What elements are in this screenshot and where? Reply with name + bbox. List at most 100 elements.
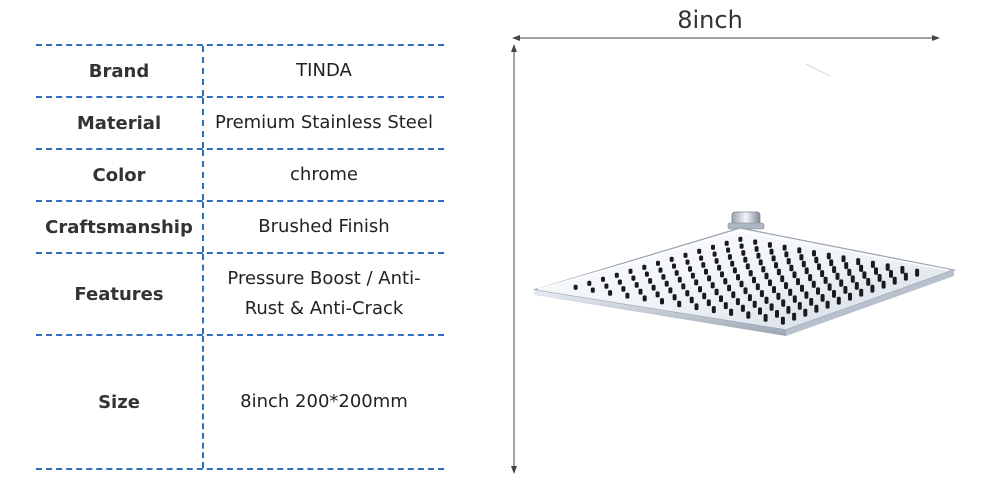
nozzle xyxy=(634,282,639,288)
nozzle xyxy=(808,274,813,282)
spec-value-line: Pressure Boost / Anti- xyxy=(227,268,421,289)
nozzle xyxy=(792,271,797,279)
nozzle xyxy=(714,288,719,296)
spec-value: Pressure Boost / Anti- Rust & Anti-Crack xyxy=(204,264,444,324)
nozzle xyxy=(668,287,673,294)
width-dimension-label: 8inch xyxy=(677,6,743,34)
nozzle xyxy=(642,295,647,302)
nozzle xyxy=(685,259,690,265)
nozzle xyxy=(836,296,841,305)
nozzle xyxy=(764,272,769,280)
nozzle xyxy=(743,256,748,263)
nozzle xyxy=(745,263,750,270)
nozzle xyxy=(694,303,699,311)
nozzle xyxy=(689,296,694,304)
nozzle xyxy=(841,255,846,263)
nozzle xyxy=(792,295,797,303)
nozzle xyxy=(767,242,772,248)
nozzle xyxy=(711,244,715,250)
spec-row-features: Features Pressure Boost / Anti- Rust & A… xyxy=(36,252,444,334)
nozzle xyxy=(892,276,897,285)
nozzle xyxy=(748,270,753,277)
nozzle xyxy=(672,294,677,301)
nozzle xyxy=(712,251,717,257)
nozzle xyxy=(736,274,740,281)
nozzle xyxy=(820,294,825,302)
nozzle xyxy=(731,291,736,299)
width-dimension-line xyxy=(512,35,940,41)
nozzle xyxy=(727,284,732,292)
nozzle xyxy=(631,275,636,281)
nozzle xyxy=(625,292,630,299)
nozzle xyxy=(843,286,848,294)
spec-value-line: Rust & Anti-Crack xyxy=(244,298,404,319)
spec-row-brand: Brand TINDA xyxy=(36,44,444,96)
spec-value: TINDA xyxy=(296,60,352,81)
nozzle xyxy=(832,290,836,298)
nozzle xyxy=(656,260,660,266)
nozzle xyxy=(812,250,816,257)
nozzle xyxy=(628,268,633,274)
nozzle xyxy=(753,239,758,245)
nozzle xyxy=(651,284,656,291)
nozzle xyxy=(782,244,787,251)
nozzle xyxy=(698,286,702,293)
nozzle xyxy=(859,288,864,297)
shower-plate xyxy=(533,227,957,336)
nozzle xyxy=(608,290,613,296)
nozzle xyxy=(664,280,669,287)
nozzle xyxy=(889,270,893,278)
nozzle xyxy=(881,280,886,289)
spec-key: Features xyxy=(36,254,204,334)
spec-key: Brand xyxy=(36,46,204,96)
nozzle xyxy=(829,259,834,267)
nozzle xyxy=(915,268,920,277)
nozzle xyxy=(704,268,708,275)
nozzle xyxy=(614,272,619,278)
nozzle xyxy=(784,251,789,258)
nozzle xyxy=(809,298,814,306)
nozzle xyxy=(763,314,768,322)
nozzle xyxy=(739,280,744,288)
nozzle xyxy=(792,312,797,321)
nozzle xyxy=(685,290,690,297)
nozzle xyxy=(811,280,816,288)
nozzle xyxy=(780,275,785,283)
nozzle xyxy=(638,288,643,295)
nozzle xyxy=(885,263,890,271)
nozzle xyxy=(814,304,819,313)
nozzle xyxy=(717,264,722,271)
nozzle xyxy=(739,243,744,249)
height-dimension-line xyxy=(511,44,517,474)
nozzle xyxy=(644,271,649,277)
nozzle xyxy=(714,258,719,264)
spec-row-craftsmanship: Craftsmanship Brushed Finish xyxy=(36,200,444,252)
nozzle xyxy=(702,292,707,300)
nozzle xyxy=(677,300,682,308)
nozzle xyxy=(877,274,882,282)
spec-key: Material xyxy=(36,98,204,148)
nozzle xyxy=(759,290,764,298)
nozzle xyxy=(694,279,699,286)
nozzle xyxy=(776,268,781,276)
nozzle xyxy=(784,282,788,290)
nozzle xyxy=(601,276,605,282)
nozzle xyxy=(775,310,779,318)
spec-value: Brushed Finish xyxy=(258,216,390,237)
nozzle xyxy=(711,306,716,314)
nozzle xyxy=(758,259,763,266)
nozzle xyxy=(769,303,774,311)
nozzle xyxy=(699,255,704,261)
nozzle xyxy=(769,248,774,255)
nozzle xyxy=(735,298,740,306)
nozzle xyxy=(820,270,825,278)
nozzle xyxy=(866,278,871,286)
nozzle-grid xyxy=(573,236,920,325)
nozzle xyxy=(825,300,830,309)
nozzle xyxy=(655,291,660,298)
nozzle xyxy=(799,254,804,261)
nozzle xyxy=(754,246,759,252)
nozzle xyxy=(772,286,776,294)
nozzle xyxy=(672,263,676,269)
